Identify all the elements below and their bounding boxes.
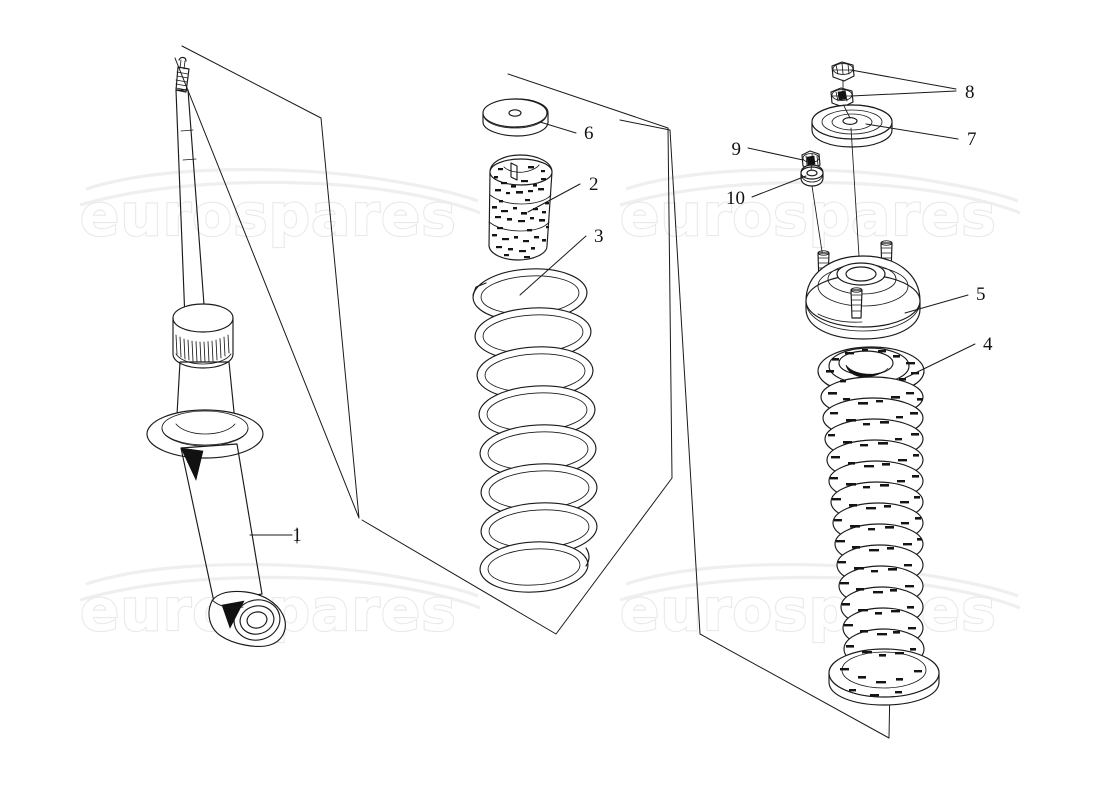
part-shock-absorber[interactable]	[146, 56, 286, 647]
watermark-instance-4: eurospares	[618, 562, 1022, 645]
watermark-text: eurospares	[620, 576, 997, 644]
callout-number: 10	[726, 188, 745, 209]
callout-number: 8	[965, 82, 975, 103]
shock-lower-tube	[180, 443, 263, 606]
watermark-text: eurospares	[620, 181, 997, 249]
callout-number: 4	[983, 334, 993, 355]
callout-number: 3	[594, 226, 604, 247]
watermark-instance-2: eurospares	[618, 167, 1022, 250]
callout-6[interactable]: 6	[539, 121, 594, 144]
watermark-text: eurospares	[80, 181, 457, 249]
spring-coil	[479, 424, 597, 478]
part-large-flat-washer[interactable]	[811, 104, 893, 148]
shock-rod-thread	[175, 56, 190, 93]
part-small-washer[interactable]	[800, 164, 824, 187]
callout-2[interactable]: 2	[527, 174, 599, 213]
group-bracket-left	[174, 45, 360, 519]
mount-stud	[850, 287, 863, 319]
part-coil-spring[interactable]	[472, 266, 599, 595]
callout-number: 9	[732, 139, 742, 160]
part-bellows-dust-boot[interactable]	[817, 346, 940, 706]
callout-4[interactable]: 4	[904, 334, 993, 379]
part-upper-strut-mount[interactable]	[805, 240, 921, 340]
callout-number: 6	[584, 123, 594, 144]
mount-stud-lines	[810, 79, 860, 259]
callout-10[interactable]: 10	[726, 175, 807, 209]
shock-knurled-collar	[172, 303, 234, 369]
shock-eye-bushing	[208, 590, 286, 647]
callout-1[interactable]: 1	[249, 525, 302, 546]
boot-convolutions	[820, 376, 925, 670]
callout-number: 2	[589, 174, 599, 195]
callout-3[interactable]: 3	[519, 226, 604, 296]
callout-8[interactable]: 8	[850, 69, 975, 103]
callout-7[interactable]: 7	[865, 123, 977, 150]
spring-coil-end	[479, 541, 590, 593]
part-spring-seat-pad[interactable]	[482, 98, 549, 137]
callout-9[interactable]: 9	[732, 139, 804, 161]
group-bracket-centre	[361, 73, 673, 635]
part-rubber-bump-stop[interactable]	[488, 154, 553, 261]
watermark-instance-1: eurospares	[78, 167, 482, 250]
part-lock-nut-upper[interactable]	[831, 61, 855, 82]
callout-number: 1	[292, 525, 302, 546]
part-hex-nut[interactable]	[801, 150, 821, 171]
callout-number: 5	[976, 284, 986, 305]
callout-number: 7	[967, 129, 977, 150]
callout-5[interactable]: 5	[904, 284, 986, 314]
part-lock-nut-lower[interactable]	[830, 87, 854, 108]
